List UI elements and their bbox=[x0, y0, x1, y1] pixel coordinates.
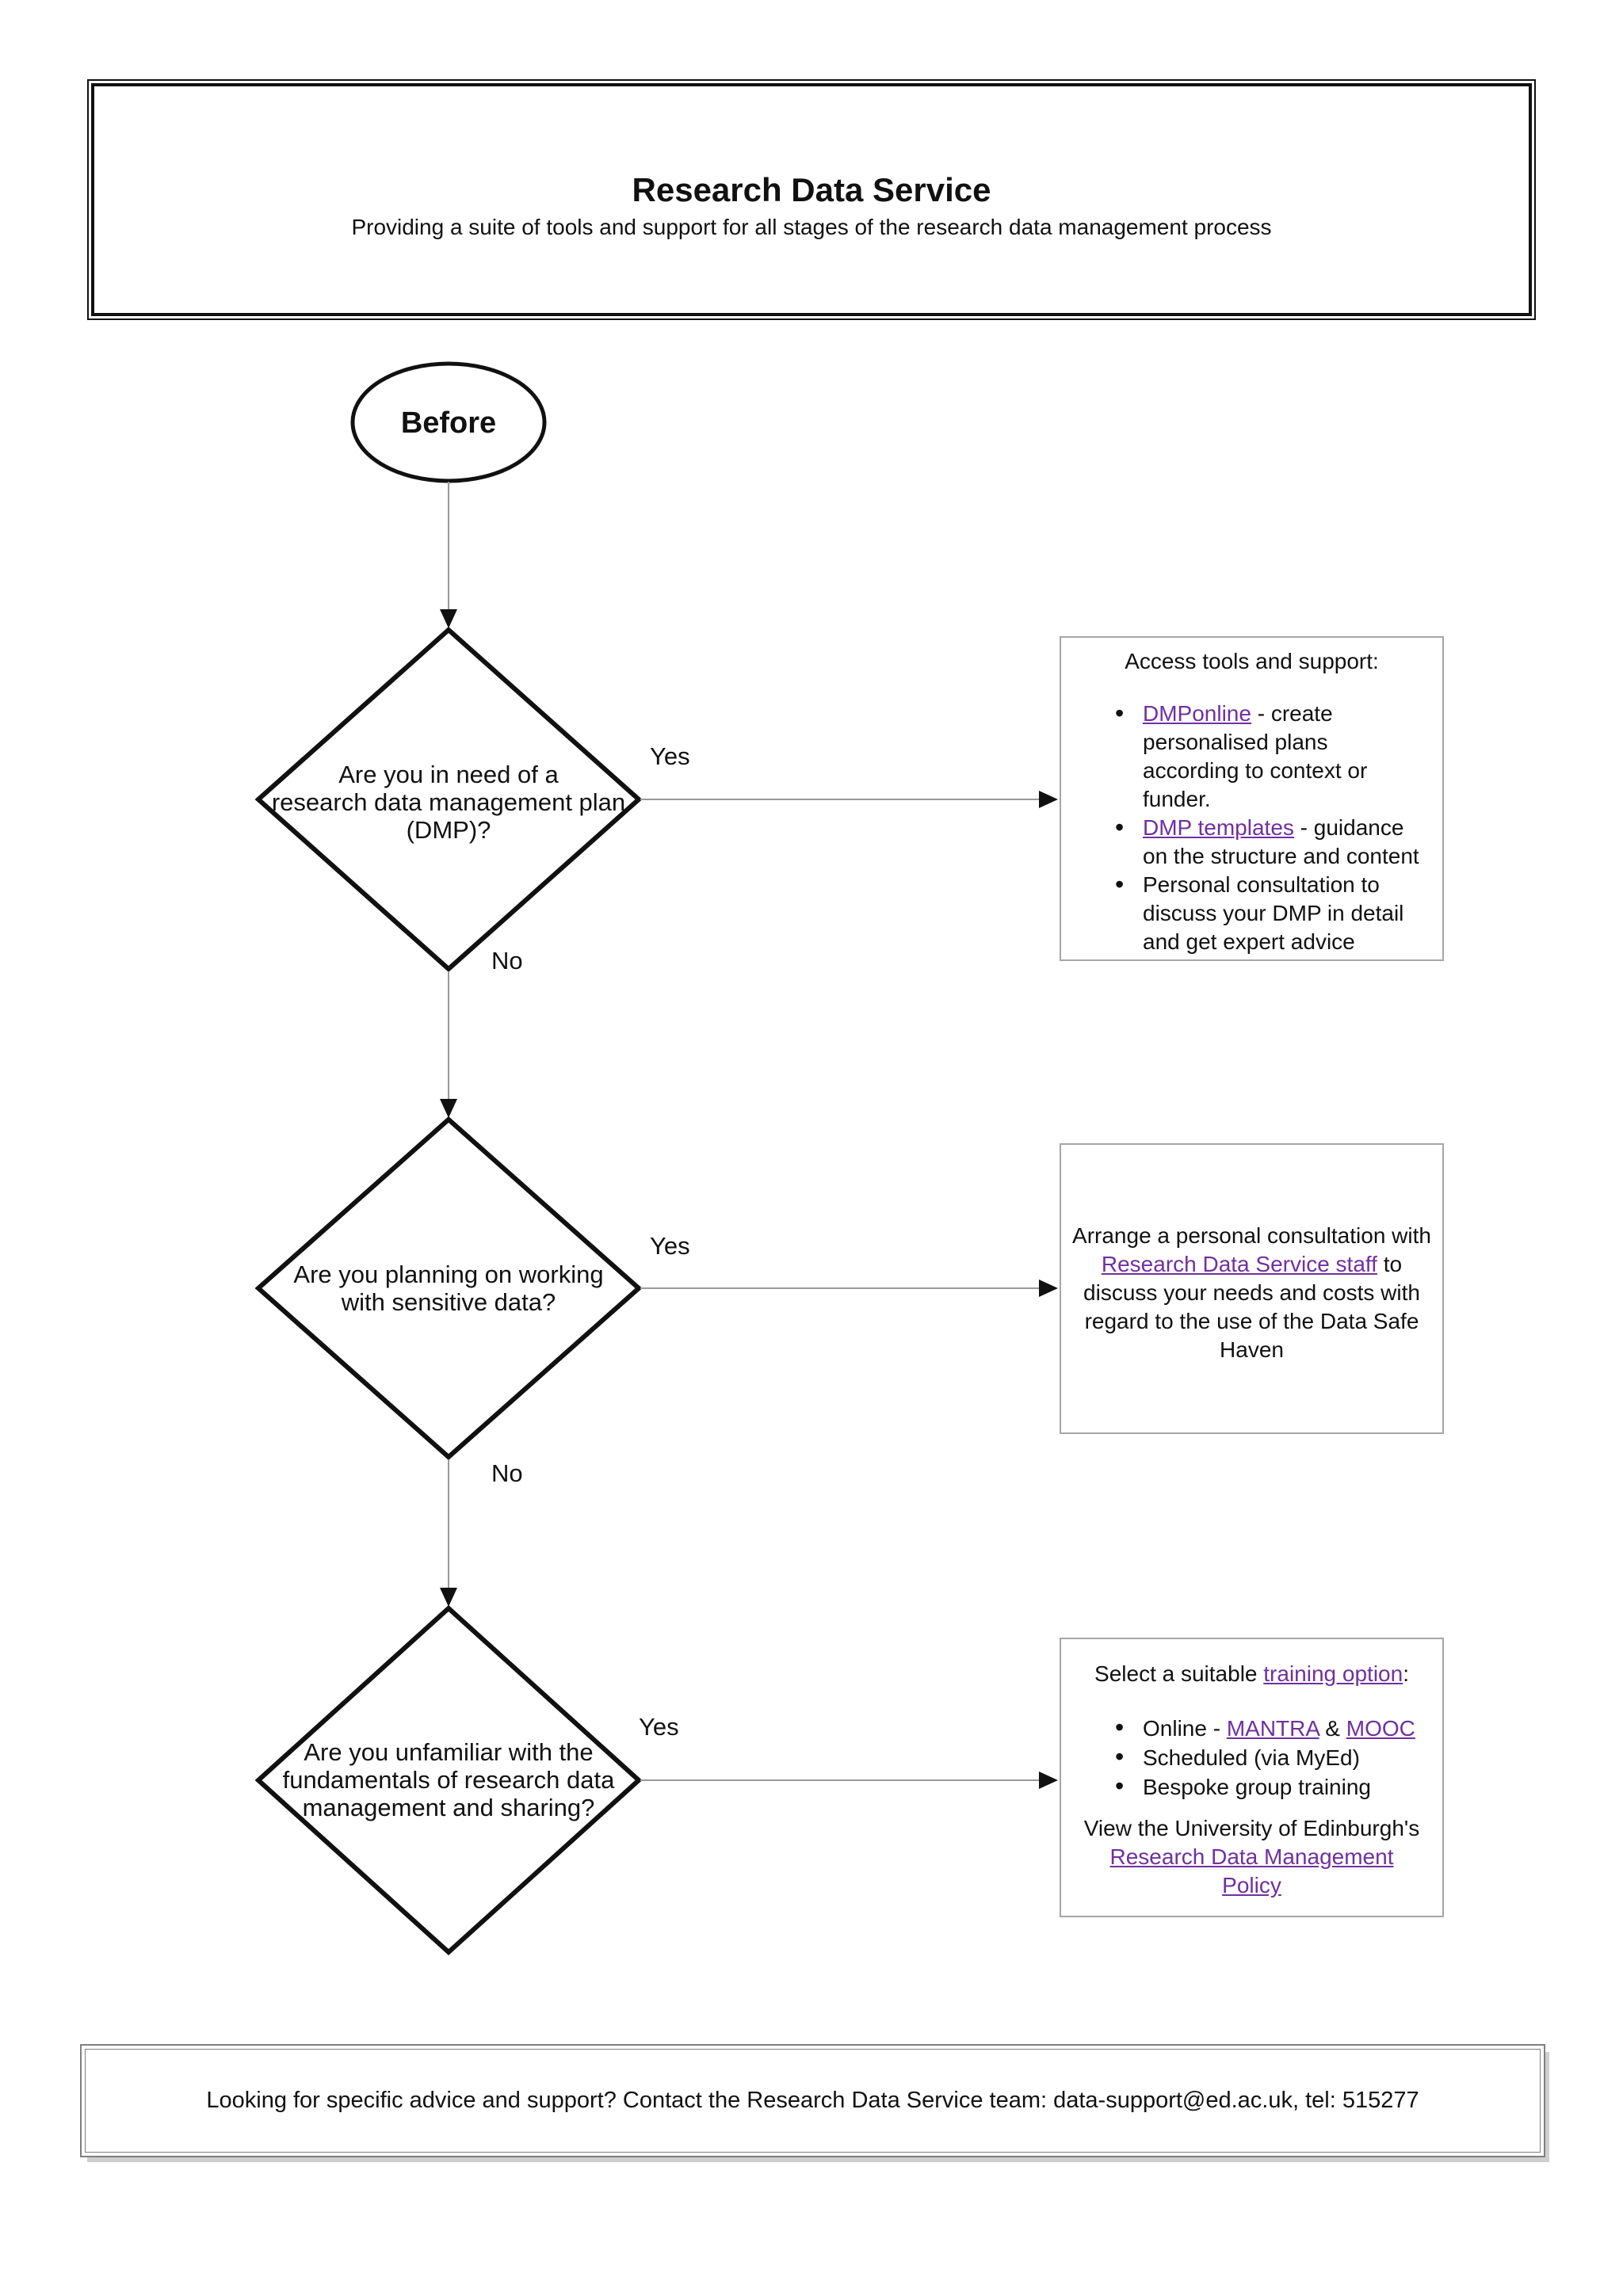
header-panel: Research Data Service Providing a suite … bbox=[87, 79, 1536, 320]
rdm-policy-link[interactable]: Research Data Management Policy bbox=[1109, 1844, 1394, 1897]
outcome-box-tools: Access tools and support: DMPonline - cr… bbox=[1060, 636, 1444, 961]
dmponline-link[interactable]: DMPonline bbox=[1143, 701, 1251, 726]
decision-2-line: with sensitive data? bbox=[341, 1288, 556, 1316]
footer-panel-inner: Looking for specific advice and support?… bbox=[85, 2049, 1541, 2153]
outcome-box-consultation: Arrange a personal consultation with Res… bbox=[1060, 1143, 1444, 1434]
list-item-text: Bespoke group training bbox=[1143, 1775, 1371, 1799]
paragraph-text: Arrange a personal consultation with bbox=[1072, 1222, 1431, 1248]
decision-2-question: Are you planning on working with sensiti… bbox=[258, 1261, 639, 1316]
title-text: Select a suitable bbox=[1094, 1661, 1264, 1686]
arrowhead-down-1-icon bbox=[440, 609, 457, 628]
list-item: Online - MANTRA & MOOC bbox=[1061, 1713, 1442, 1743]
footer-text: Looking for specific advice and support?… bbox=[206, 2088, 1419, 2113]
list-item-text: - guidance on the structure and content bbox=[1143, 815, 1419, 868]
no-label-2: No bbox=[491, 1459, 523, 1487]
list-item-text: Online - bbox=[1143, 1716, 1227, 1741]
yes-label-2: Yes bbox=[650, 1232, 690, 1260]
rds-staff-link[interactable]: Research Data Service staff bbox=[1101, 1251, 1377, 1276]
list-item-text: & bbox=[1319, 1716, 1346, 1741]
outcome-box-tools-list: DMPonline - create personalised plans ac… bbox=[1061, 699, 1442, 956]
list-item: Personal consultation to discuss your DM… bbox=[1061, 870, 1442, 956]
outcome-box-consultation-text: Arrange a personal consultation with Res… bbox=[1061, 1214, 1442, 1364]
paragraph-text: to discuss your needs and costs with reg… bbox=[1083, 1251, 1420, 1362]
decision-3-line: fundamentals of research data bbox=[282, 1766, 615, 1794]
decision-1-question: Are you in need of a research data manag… bbox=[258, 761, 639, 844]
outcome-box-training-list: Online - MANTRA & MOOC Scheduled (via My… bbox=[1061, 1713, 1442, 1802]
footer-panel: Looking for specific advice and support?… bbox=[80, 2044, 1545, 2157]
decision-1-line: research data management plan bbox=[271, 788, 626, 816]
page-title: Research Data Service bbox=[632, 171, 991, 208]
outcome-box-tools-title: Access tools and support: bbox=[1125, 649, 1379, 673]
arrowhead-right-1-icon bbox=[1039, 791, 1058, 808]
header-panel-inner: Research Data Service Providing a suite … bbox=[91, 83, 1532, 316]
arrowhead-right-2-icon bbox=[1039, 1280, 1058, 1297]
policy-note: View the University of Edinburgh's Resea… bbox=[1061, 1814, 1442, 1900]
mantra-link[interactable]: MANTRA bbox=[1226, 1716, 1319, 1741]
no-label-1: No bbox=[491, 947, 523, 974]
arrowhead-down-3-icon bbox=[440, 1588, 457, 1607]
decision-3-line: management and sharing? bbox=[302, 1794, 595, 1821]
page-subtitle: Providing a suite of tools and support f… bbox=[351, 215, 1272, 239]
start-ellipse bbox=[350, 361, 547, 483]
mooc-link[interactable]: MOOC bbox=[1346, 1716, 1415, 1741]
list-item: Bespoke group training bbox=[1061, 1772, 1442, 1802]
arrowhead-down-2-icon bbox=[440, 1099, 457, 1118]
decision-3-question: Are you unfamiliar with the fundamentals… bbox=[258, 1738, 639, 1821]
title-text: : bbox=[1403, 1661, 1409, 1686]
decision-3-line: Are you unfamiliar with the bbox=[304, 1738, 594, 1766]
decision-diamond-3 bbox=[254, 1604, 643, 1956]
yes-label-3: Yes bbox=[639, 1713, 679, 1741]
list-item-text: Personal consultation to discuss your DM… bbox=[1143, 872, 1404, 954]
list-item: DMPonline - create personalised plans ac… bbox=[1061, 699, 1442, 814]
dmp-templates-link[interactable]: DMP templates bbox=[1143, 815, 1294, 840]
yes-label-1: Yes bbox=[650, 742, 690, 770]
training-option-link[interactable]: training option bbox=[1263, 1661, 1403, 1686]
outcome-box-training: Select a suitable training option: Onlin… bbox=[1060, 1638, 1444, 1917]
outcome-box-training-title: Select a suitable training option: bbox=[1061, 1660, 1442, 1688]
note-text: View the University of Edinburgh's bbox=[1083, 1816, 1420, 1840]
decision-diamond-2 bbox=[254, 1116, 643, 1461]
list-item: DMP templates - guidance on the structur… bbox=[1061, 813, 1442, 871]
decision-1-line: Are you in need of a bbox=[338, 761, 559, 788]
decision-2-line: Are you planning on working bbox=[293, 1261, 604, 1288]
decision-diamond-1 bbox=[254, 626, 643, 973]
decision-1-line: (DMP)? bbox=[406, 816, 491, 844]
arrowhead-right-3-icon bbox=[1039, 1772, 1058, 1789]
start-label: Before bbox=[400, 406, 497, 440]
list-item-text: Scheduled (via MyEd) bbox=[1143, 1745, 1360, 1770]
list-item: Scheduled (via MyEd) bbox=[1061, 1742, 1442, 1772]
list-item-text: - create personalised plans according to… bbox=[1143, 701, 1368, 811]
